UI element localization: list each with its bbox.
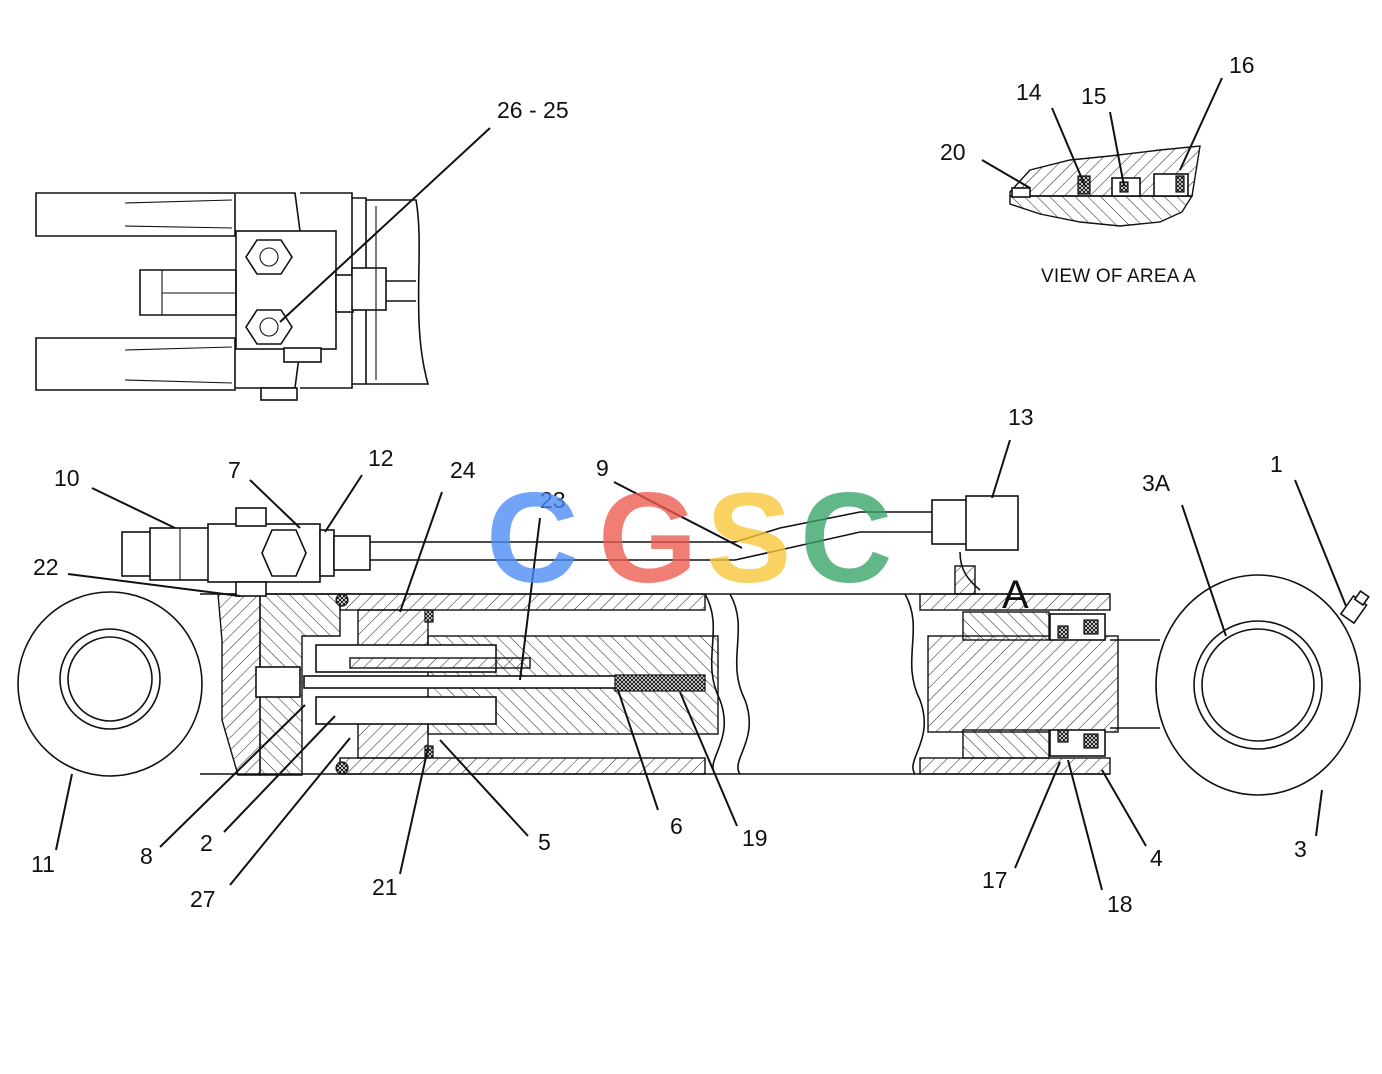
- callout-5: 5: [538, 829, 551, 855]
- callout-21: 21: [372, 874, 398, 900]
- callout-22: 22: [33, 554, 59, 580]
- callout-13: 13: [1008, 404, 1034, 430]
- callout-7: 7: [228, 457, 241, 483]
- cgsc-watermark-logo: C G S C: [486, 467, 892, 610]
- callout-26-25: 26 - 25: [497, 97, 569, 123]
- callout-4: 4: [1150, 845, 1163, 871]
- main-cylinder-section: [17, 495, 1370, 796]
- callout-12: 12: [368, 445, 394, 471]
- callout-16: 16: [1229, 52, 1255, 78]
- callout-1: 1: [1270, 451, 1283, 477]
- callout-27: 27: [190, 886, 216, 912]
- callout-19: 19: [742, 825, 768, 851]
- area-a-detail: [1009, 145, 1201, 227]
- callout-14: 14: [1016, 79, 1042, 105]
- callout-6: 6: [670, 813, 683, 839]
- callout-10: 10: [54, 465, 80, 491]
- callout-8: 8: [140, 843, 153, 869]
- area-a-marker: A: [1002, 573, 1029, 617]
- watermark-letter-s: S: [706, 467, 791, 610]
- watermark-letter-c1: C: [486, 467, 578, 610]
- callout-20: 20: [940, 139, 966, 165]
- callout-labels: 26 - 25 20 14 15 16 VIEW OF AREA A 13 10…: [31, 52, 1307, 917]
- top-view-detail: [35, 192, 430, 401]
- callout-24: 24: [450, 457, 476, 483]
- callout-15: 15: [1081, 83, 1107, 109]
- callout-11: 11: [31, 851, 55, 877]
- callout-2: 2: [200, 830, 213, 856]
- callout-23: 23: [540, 487, 566, 513]
- leader-lines: [55, 77, 1347, 891]
- callout-3a: 3A: [1142, 470, 1171, 496]
- callout-17: 17: [982, 867, 1008, 893]
- watermark-letter-c2: C: [800, 467, 892, 610]
- callout-9: 9: [596, 455, 609, 481]
- view-caption: VIEW OF AREA A: [1041, 266, 1196, 287]
- watermark-letter-g: G: [598, 467, 698, 610]
- callout-18: 18: [1107, 891, 1133, 917]
- callout-3: 3: [1294, 836, 1307, 862]
